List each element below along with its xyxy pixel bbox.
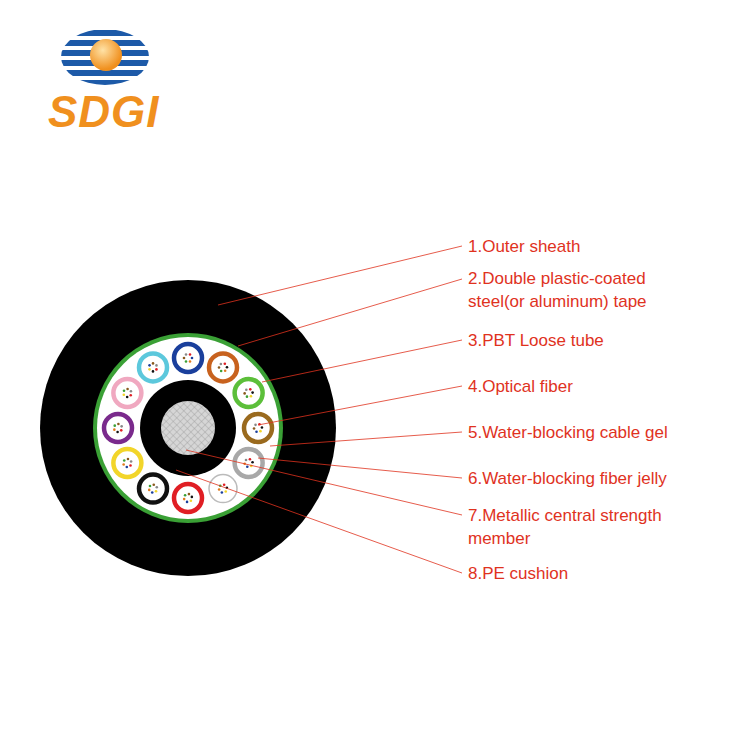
optical-fiber: [149, 485, 152, 488]
optical-fiber: [191, 496, 194, 499]
optical-fiber: [117, 423, 120, 426]
logo-stripes: [55, 30, 155, 86]
loose-tube: [139, 475, 167, 503]
optical-fiber: [218, 488, 221, 491]
optical-fiber: [120, 429, 123, 432]
optical-fiber: [243, 392, 246, 395]
optical-fiber: [152, 370, 155, 373]
optical-fiber: [249, 458, 252, 461]
optical-fiber: [189, 353, 192, 356]
optical-fiber: [246, 395, 249, 398]
optical-fiber: [129, 394, 132, 397]
part-label: 6.Water-blocking fiber jelly: [468, 467, 667, 490]
loose-tubes: [104, 344, 272, 512]
loose-tube: [139, 353, 167, 381]
loose-tube: [174, 344, 202, 372]
optical-fiber: [155, 368, 158, 371]
optical-fiber: [185, 360, 188, 363]
optical-fiber: [224, 490, 227, 493]
optical-fiber: [183, 357, 186, 360]
loose-tube: [113, 379, 141, 407]
optical-fiber: [251, 461, 254, 464]
outer-sheath: [40, 280, 336, 576]
optical-fiber: [113, 424, 116, 427]
loose-tube: [104, 414, 132, 442]
optical-fiber: [127, 458, 130, 461]
optical-fiber: [155, 486, 158, 489]
optical-fiber: [183, 498, 186, 501]
loose-tube: [244, 414, 272, 442]
optical-fiber: [226, 366, 229, 369]
optical-fiber: [220, 363, 223, 366]
part-label: 3.PBT Loose tube: [468, 329, 604, 352]
optical-fiber: [130, 460, 133, 463]
logo-text: SDGI: [48, 88, 160, 136]
optical-fiber: [148, 364, 151, 367]
optical-fiber: [129, 464, 132, 467]
optical-fiber: [254, 424, 257, 427]
optical-fiber: [261, 426, 264, 429]
optical-fiber: [148, 489, 151, 492]
optical-fiber: [185, 353, 188, 356]
optical-fiber: [255, 430, 258, 433]
loose-tube: [113, 449, 141, 477]
logo-ball: [90, 39, 122, 71]
optical-fiber: [221, 491, 224, 494]
optical-fiber: [151, 491, 154, 494]
optical-fiber: [188, 493, 191, 496]
optical-fiber: [152, 362, 155, 365]
optical-fiber: [148, 368, 151, 371]
optical-fiber: [123, 394, 126, 397]
optical-fiber: [245, 459, 248, 462]
part-label: 4.Optical fiber: [468, 375, 573, 398]
pe-cushion: [140, 380, 236, 476]
optical-fiber: [126, 396, 129, 399]
optical-fiber: [190, 499, 193, 502]
steel-tape: [93, 333, 283, 523]
optical-fiber: [155, 364, 158, 367]
optical-fiber: [123, 390, 126, 393]
part-label: 8.PE cushion: [468, 562, 568, 585]
optical-fiber: [253, 427, 256, 430]
optical-fiber: [184, 494, 187, 497]
optical-fiber: [122, 463, 125, 466]
loose-tube: [235, 449, 263, 477]
optical-fiber: [126, 388, 129, 391]
part-label: 1.Outer sheath: [468, 235, 580, 258]
loose-tube: [235, 379, 263, 407]
loose-tube: [209, 475, 237, 503]
optical-fiber: [224, 363, 227, 366]
optical-fiber: [123, 459, 126, 462]
strength-member: [161, 401, 215, 455]
optical-fiber: [125, 466, 128, 469]
optical-fiber: [224, 369, 227, 372]
optical-fiber: [191, 357, 194, 360]
optical-fiber: [259, 430, 262, 433]
part-label: 5.Water-blocking cable gel: [468, 421, 668, 444]
loose-tube: [174, 484, 202, 512]
cable-gel: [97, 337, 279, 519]
optical-fiber: [218, 366, 221, 369]
optical-fiber: [155, 490, 158, 493]
optical-fiber: [245, 388, 248, 391]
optical-fiber: [223, 483, 226, 486]
optical-fiber: [251, 391, 254, 394]
optical-fiber: [249, 388, 252, 391]
strength-hatch: [161, 401, 215, 455]
loose-tube: [209, 353, 237, 381]
optical-fiber: [189, 360, 192, 363]
optical-fiber: [186, 501, 189, 504]
optical-fiber: [250, 395, 253, 398]
optical-fiber: [120, 425, 123, 428]
optical-fiber: [220, 370, 223, 373]
optical-fiber: [116, 431, 119, 434]
optical-fiber: [113, 428, 116, 431]
part-label: 2.Double plastic-coated steel(or aluminu…: [468, 267, 706, 313]
optical-fiber: [130, 390, 133, 393]
leader-lines: [176, 246, 462, 573]
optical-fiber: [246, 465, 249, 468]
part-label: 7.Metallic central strength member: [468, 504, 706, 550]
optical-fiber: [152, 483, 155, 486]
